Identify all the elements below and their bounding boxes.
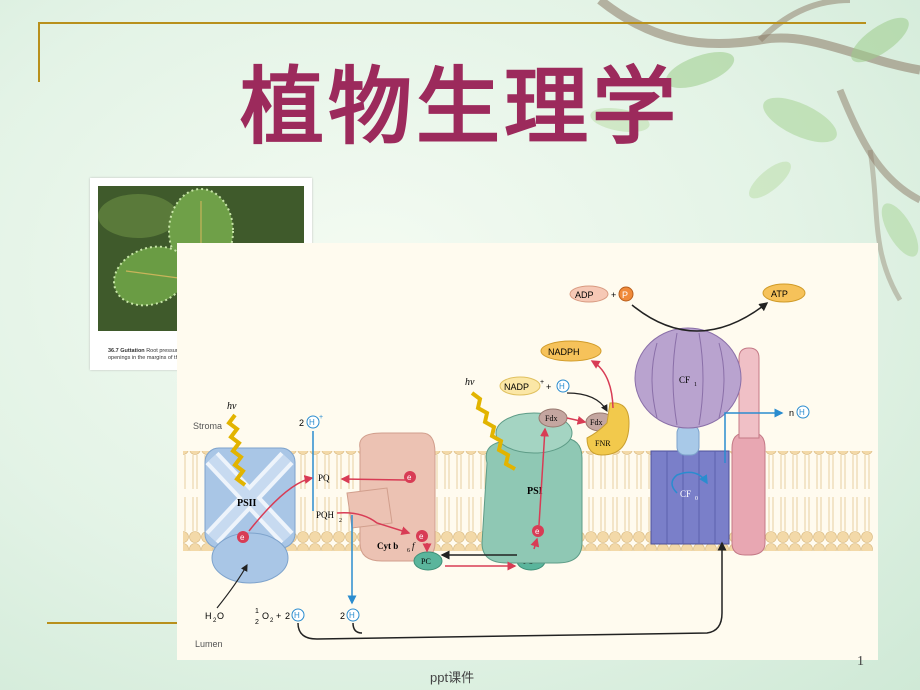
svg-text:2: 2 [299,418,304,428]
svg-text:+: + [540,379,544,386]
psi-complex: PSI [481,412,583,564]
cf-stalk [676,424,700,456]
svg-text:O: O [262,611,269,621]
svg-text:hν: hν [465,377,475,388]
nadph-product: NADPH [540,340,602,362]
caption-number: 36.7 Guttation [108,348,145,354]
svg-text:2: 2 [285,611,290,621]
svg-text:PQH: PQH [316,510,335,520]
electron-cyt-bottom: e [416,530,428,542]
svg-text:+: + [546,382,551,392]
svg-text:Cyt b: Cyt b [377,541,398,551]
electron-cyt-top: e [404,471,416,483]
svg-text:f: f [412,541,416,551]
svg-text:2: 2 [340,611,345,621]
svg-text:ATP: ATP [771,289,788,299]
proton-nh-stroma: n H [789,405,810,419]
footer-text: ppt课件 [430,670,475,685]
stroma-label: Stroma [193,421,222,431]
svg-text:e: e [240,533,245,542]
top-rule [38,22,866,24]
psii-label: PSII [237,498,257,509]
svg-text:PC: PC [421,557,431,566]
svg-text:FNR: FNR [595,439,611,448]
water-split-arrow [216,563,248,609]
svg-text:2: 2 [339,518,342,524]
svg-text:+: + [276,611,281,621]
svg-text:e: e [407,473,412,482]
cf1-complex: CF 1 [634,327,742,429]
svg-text:H: H [294,611,300,620]
cyt-b6f-complex: Cyt b 6 f [346,432,436,562]
psi-label: PSI [527,486,543,497]
svg-text:1: 1 [255,608,259,615]
svg-text:H: H [309,418,315,427]
svg-text:NADP: NADP [504,382,529,392]
pq-label: PQ [318,473,330,483]
pc-carrier: PC [413,551,443,571]
atp-synthesis-arrow [631,302,769,332]
svg-text:H: H [205,611,212,621]
svg-text:n: n [789,408,794,418]
pqh2-label: PQH 2 [316,510,342,524]
electron-psii: e [237,531,249,543]
lumen-label: Lumen [195,639,223,649]
water-label: H 2 O [205,611,224,624]
adp-pi-reactant: ADP + P [569,285,634,303]
proton-2h-lumen: 2 H [340,608,360,622]
cyt-label: Cyt b 6 f [377,541,416,554]
proton-2h-stroma: 2 H + [299,414,323,429]
light-hv-1: hν [226,401,247,487]
svg-text:2: 2 [270,618,274,624]
svg-text:+: + [611,290,616,300]
lumen-proton-return-arrow [297,541,727,640]
svg-text:0: 0 [695,496,698,502]
light-hv-2: hν [465,377,516,471]
oxygen-proton-products: 1 2 O 2 + 2 H [255,608,305,626]
electron-psi: e [532,525,544,537]
svg-text:CF: CF [679,375,690,385]
svg-text:P: P [622,290,628,300]
cf-peripheral-stalk [731,432,766,556]
fdx-carrier: Fdx [538,408,568,428]
svg-text:1: 1 [694,382,697,388]
svg-text:+: + [319,414,323,421]
cf0-complex: CF 0 [650,450,730,545]
electron-flow-arrows [248,360,614,571]
left-rule [38,22,40,82]
svg-text:H: H [799,408,805,417]
svg-text:e: e [419,532,424,541]
svg-text:6: 6 [407,548,410,554]
svg-text:NADPH: NADPH [548,347,580,357]
svg-text:hν: hν [227,401,237,412]
svg-text:2: 2 [255,619,259,626]
page-number: 1 [857,654,864,669]
fnr-enzyme: FNR [586,402,630,456]
atp-product: ATP [762,283,806,303]
svg-text:e: e [535,527,540,536]
photosynthesis-diagram: Stroma Lumen PSII hν 2 H + PQ PQH 2 [177,243,878,660]
svg-text:CF: CF [680,489,691,499]
slide-title: 植物生理学 [239,57,680,156]
psii-complex: PSII [204,447,296,584]
svg-text:O: O [217,611,224,621]
svg-text:Fdx: Fdx [590,418,602,427]
svg-text:H: H [559,382,565,391]
svg-text:ADP: ADP [575,290,594,300]
svg-text:Fdx: Fdx [545,414,557,423]
svg-text:H: H [349,611,355,620]
proton-flow-arrows [312,408,784,605]
nadp-reactant: NADP + + H [499,376,570,396]
svg-text:2: 2 [213,618,217,624]
